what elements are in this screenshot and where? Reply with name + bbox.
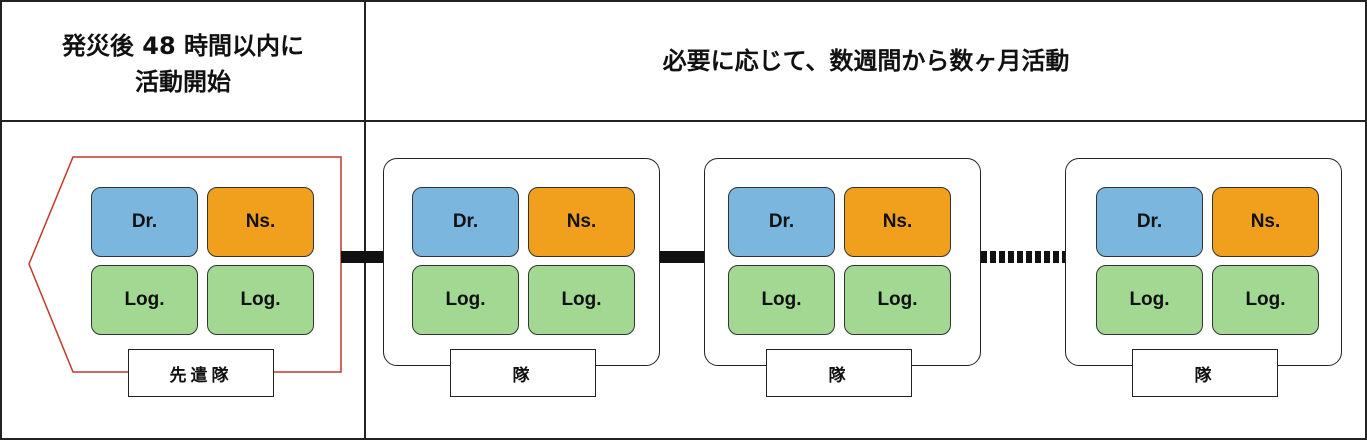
team-4-logistics-2: Log. [1212,265,1319,335]
team-1-nurse: Ns. [207,187,314,257]
team-2-nurse: Ns. [528,187,635,257]
team-1-logistics-1: Log. [91,265,198,335]
header-initial-line1: 発災後 48 時間以内に [61,32,305,60]
team-2-doctor: Dr. [412,187,519,257]
team-3-label: 隊 [766,349,912,397]
team-3-doctor: Dr. [728,187,835,257]
connector-2-3 [660,251,704,263]
team-3-nurse: Ns. [844,187,951,257]
header-extended-phase: 必要に応じて、数週間から数ヶ月活動 [662,47,1070,75]
connector-1-2 [341,251,383,263]
team-2-label: 隊 [450,349,596,397]
connector-3-4-dashed [981,251,1065,263]
team-1-label: 先遣隊 [128,349,274,397]
team-3-logistics-1: Log. [728,265,835,335]
team-4-doctor: Dr. [1096,187,1203,257]
header-initial-phase: 発災後 48 時間以内に 活動開始 [2,28,364,100]
team-4-nurse: Ns. [1212,187,1319,257]
team-1-doctor: Dr. [91,187,198,257]
team-1-logistics-2: Log. [207,265,314,335]
header-initial-line2: 活動開始 [135,68,231,96]
team-4-label: 隊 [1132,349,1278,397]
team-3-logistics-2: Log. [844,265,951,335]
team-2-logistics-2: Log. [528,265,635,335]
column-divider [364,0,366,440]
team-2-logistics-1: Log. [412,265,519,335]
team-4-logistics-1: Log. [1096,265,1203,335]
header-divider [0,120,1367,122]
